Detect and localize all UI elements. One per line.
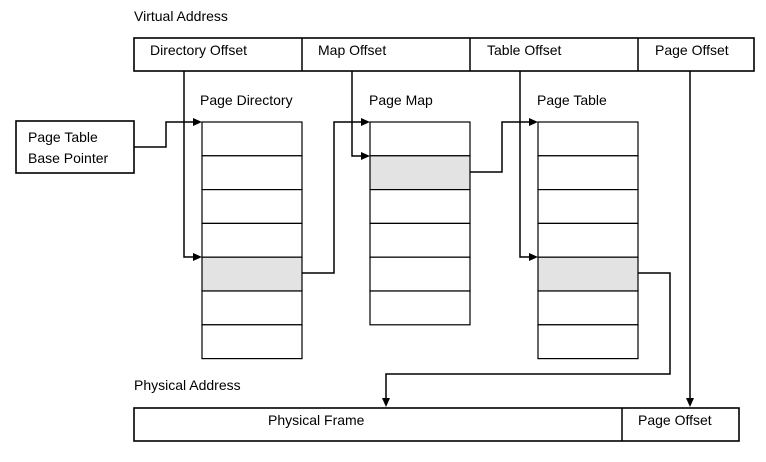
physical-address-bar: Physical Frame Page Offset bbox=[133, 407, 740, 442]
entry-cell bbox=[201, 121, 303, 157]
physical-address-frame bbox=[133, 407, 740, 442]
page-table-label: Page Table bbox=[537, 92, 607, 108]
entry-cell bbox=[201, 324, 303, 360]
arrowhead-icon bbox=[529, 118, 538, 126]
entry-cell bbox=[201, 155, 303, 191]
arrowhead-icon bbox=[193, 118, 202, 126]
virtual-address-bar: Directory Offset Map Offset Table Offset… bbox=[133, 37, 755, 72]
selected-entry-cell bbox=[537, 256, 639, 292]
selected-entry-cell bbox=[369, 155, 471, 191]
base-pointer-arrow bbox=[134, 121, 194, 148]
page-table bbox=[537, 121, 639, 360]
directory-to-map-arrow bbox=[302, 121, 362, 274]
page-map-label: Page Map bbox=[369, 92, 433, 108]
physical-address-title: Physical Address bbox=[134, 377, 241, 393]
page-map bbox=[369, 121, 471, 326]
table-to-frame-arrow bbox=[385, 272, 671, 398]
entry-cell bbox=[537, 155, 639, 191]
entry-cell bbox=[369, 222, 471, 258]
entry-cell bbox=[537, 324, 639, 360]
page-directory-label: Page Directory bbox=[200, 92, 293, 108]
pa-field-physical-frame: Physical Frame bbox=[268, 412, 365, 428]
pa-field-page-offset: Page Offset bbox=[638, 412, 712, 428]
arrowhead-icon bbox=[686, 398, 694, 407]
directory-offset-arrow bbox=[183, 71, 194, 258]
va-field-map-offset: Map Offset bbox=[318, 42, 386, 58]
va-field-table-offset: Table Offset bbox=[487, 42, 562, 58]
entry-cell bbox=[537, 222, 639, 258]
entry-cell bbox=[369, 121, 471, 157]
page-table-base-pointer: Page Table Base Pointer bbox=[15, 120, 135, 174]
arrowhead-icon bbox=[382, 398, 390, 407]
entry-cell bbox=[369, 256, 471, 292]
arrowhead-icon bbox=[193, 253, 202, 261]
base-pointer-line2: Base Pointer bbox=[28, 150, 108, 166]
entry-cell bbox=[201, 290, 303, 326]
entry-cell bbox=[369, 189, 471, 225]
table-offset-arrow bbox=[519, 71, 530, 258]
map-offset-arrow bbox=[351, 71, 362, 157]
va-field-directory-offset: Directory Offset bbox=[150, 42, 247, 58]
base-pointer-line1: Page Table bbox=[28, 129, 98, 145]
map-to-table-arrow bbox=[470, 121, 530, 173]
entry-cell bbox=[537, 121, 639, 157]
arrowhead-icon bbox=[361, 152, 370, 160]
virtual-address-frame bbox=[133, 37, 755, 72]
va-field-page-offset: Page Offset bbox=[655, 42, 729, 58]
virtual-address-title: Virtual Address bbox=[134, 8, 228, 24]
connectors bbox=[134, 71, 694, 407]
page-directory bbox=[201, 121, 303, 360]
arrowhead-icon bbox=[361, 118, 370, 126]
entry-cell bbox=[201, 189, 303, 225]
base-pointer-box bbox=[15, 120, 135, 174]
arrowhead-icon bbox=[529, 253, 538, 261]
entry-cell bbox=[537, 189, 639, 225]
selected-entry-cell bbox=[201, 256, 303, 292]
entry-cell bbox=[369, 290, 471, 326]
entry-cell bbox=[201, 222, 303, 258]
entry-cell bbox=[537, 290, 639, 326]
